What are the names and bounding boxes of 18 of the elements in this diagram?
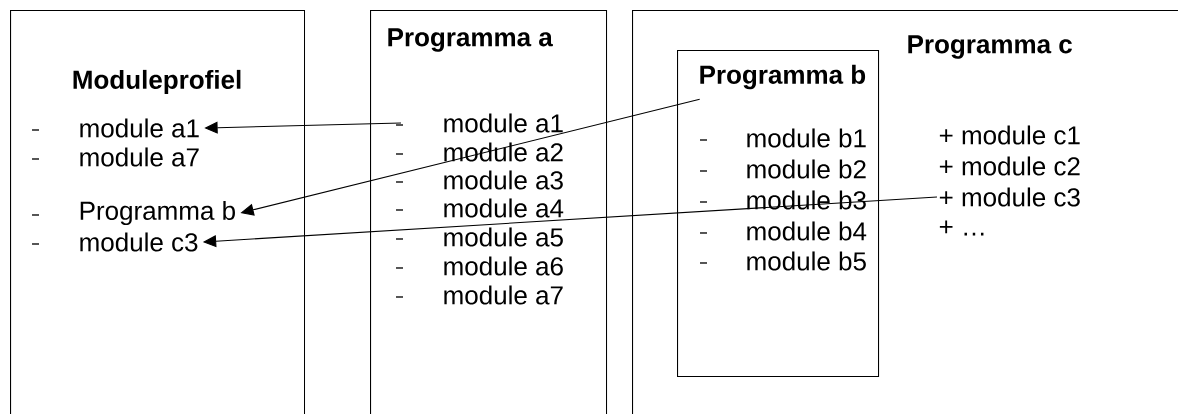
list-item: module a6	[444, 256, 563, 276]
list-item: module a7	[444, 285, 563, 305]
list-item: module b4	[747, 221, 867, 241]
list-item: module a5	[444, 227, 563, 247]
list-item: + module c2	[939, 156, 1080, 176]
list-item: module a4	[444, 198, 564, 218]
list-item: module c3	[80, 232, 198, 252]
list-item: + module c1	[939, 125, 1080, 145]
list-item: + module c3	[939, 187, 1080, 207]
list-item: Programma b	[80, 200, 235, 226]
list-item: module a7	[80, 147, 199, 167]
list-item: module a3	[444, 170, 563, 190]
list-item: module b1	[747, 128, 866, 148]
list-item: module a1	[444, 113, 563, 133]
list-item: module b2	[747, 159, 866, 179]
list-item: module b5	[747, 251, 866, 271]
list-item: + …	[939, 220, 984, 236]
list-item: module a1	[80, 118, 199, 138]
